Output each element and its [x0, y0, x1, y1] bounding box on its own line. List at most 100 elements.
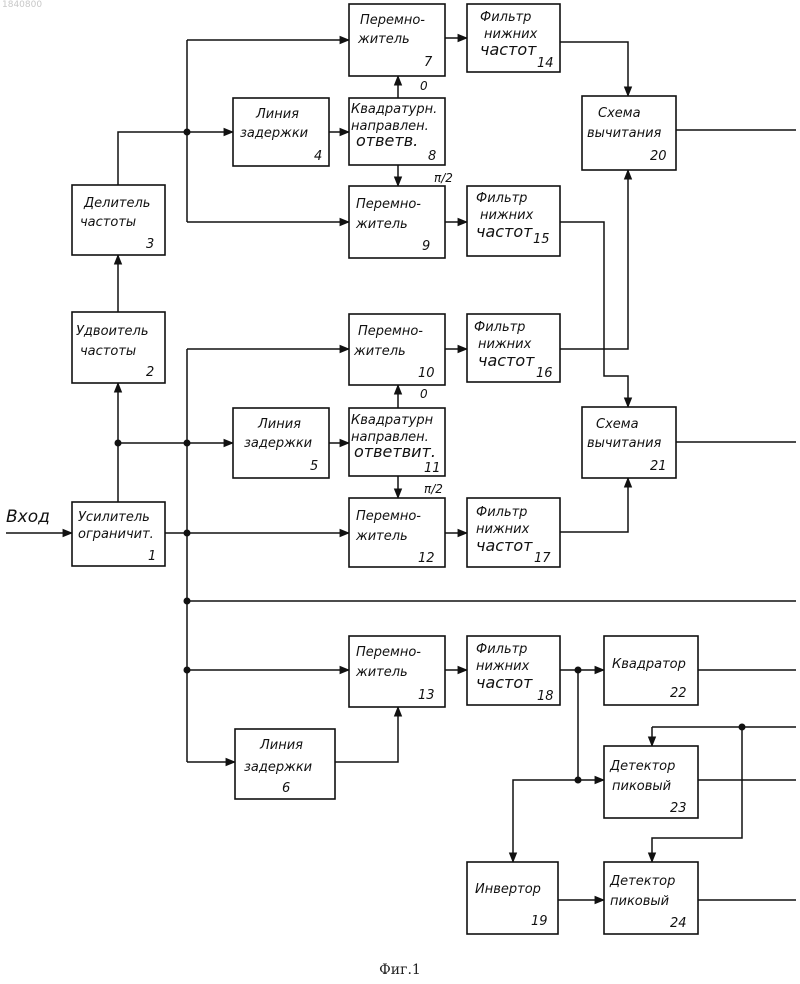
subtraction-circuit-block-21: Схема вычитания 21	[582, 407, 676, 478]
block-label: Квадратор	[612, 657, 686, 672]
block-label: Фильтр	[476, 505, 527, 520]
quadrature-coupler-block-8: Квадратурн. направлен. ответв. 8	[349, 98, 445, 165]
block-number: 2	[146, 365, 154, 380]
block-number: 17	[534, 551, 551, 566]
wire-17-to-21	[560, 478, 628, 532]
block-label: Удвоитель	[76, 324, 149, 339]
multiplier-block-13: Перемно- житель 13	[349, 636, 445, 707]
block-number: 5	[310, 459, 318, 474]
block-number: 6	[282, 781, 290, 796]
block-label: Усилитель	[78, 510, 150, 525]
block-label: Перемно-	[356, 509, 421, 524]
junction-dot	[184, 129, 191, 136]
block-label: Квадратурн.	[351, 102, 437, 117]
block-label: частот	[478, 351, 535, 370]
phase-label-8-bottom: π/2	[434, 171, 453, 185]
block-label: задержки	[244, 436, 312, 451]
block-number: 1	[148, 549, 156, 564]
block-label: Фильтр	[480, 10, 531, 25]
block-label: пиковый	[612, 779, 671, 794]
block-number: 15	[533, 232, 550, 247]
block-label: задержки	[240, 126, 308, 141]
peak-detector-block-24: Детектор пиковый 24	[604, 862, 698, 934]
figure-caption: Фиг.1	[0, 962, 800, 978]
block-label: Перемно-	[358, 324, 423, 339]
block-label: Линия	[255, 107, 299, 122]
phase-label-11-bottom: π/2	[424, 482, 443, 496]
block-number: 24	[670, 916, 687, 931]
block-number: 12	[418, 551, 435, 566]
block-label: частоты	[80, 215, 136, 230]
block-label: Фильтр	[476, 191, 527, 206]
block-number: 4	[314, 149, 322, 164]
block-label: Делитель	[83, 196, 150, 211]
low-pass-filter-block-14: Фильтр нижних частот 14	[467, 4, 560, 72]
inverter-block-19: Инвертор 19	[467, 862, 558, 934]
frequency-divider-block-3: Делитель частоты 3	[72, 185, 165, 255]
block-number: 16	[536, 366, 553, 381]
delay-line-block-4: Линия задержки 4	[233, 98, 329, 166]
block-number: 11	[424, 461, 441, 476]
block-number: 23	[670, 801, 687, 816]
block-number: 3	[146, 237, 154, 252]
block-label: Фильтр	[474, 320, 525, 335]
block-label: Перемно-	[356, 645, 421, 660]
multiplier-block-7: Перемно- житель 7	[349, 4, 445, 76]
block-label: задержки	[244, 760, 312, 775]
delay-line-block-5: Линия задержки 5	[233, 408, 329, 478]
block-label: нижних	[476, 522, 530, 537]
block-number: 19	[531, 914, 548, 929]
junction-dot	[184, 667, 191, 674]
block-label: нижних	[478, 337, 532, 352]
block-label: нижних	[480, 208, 534, 223]
wire-6-to-13	[335, 707, 398, 762]
block-label: пиковый	[610, 894, 669, 909]
block-number: 22	[670, 686, 687, 701]
quadrature-coupler-block-11: Квадратурн направлен. ответвит. 11	[349, 408, 445, 476]
low-pass-filter-block-18: Фильтр нижних частот 18	[467, 636, 560, 705]
subtraction-circuit-block-20: Схема вычитания 20	[582, 96, 676, 170]
low-pass-filter-block-15: Фильтр нижних частот 15	[467, 186, 560, 256]
low-pass-filter-block-17: Фильтр нижних частот 17	[467, 498, 560, 567]
block-label: ответв.	[356, 131, 418, 150]
block-label: Линия	[257, 417, 301, 432]
block-number: 14	[537, 56, 554, 71]
multiplier-block-12: Перемно- житель 12	[349, 498, 445, 567]
wire-15-to-21	[560, 222, 628, 407]
wire-14-to-20	[560, 42, 628, 96]
peak-detector-block-23: Детектор пиковый 23	[604, 746, 698, 818]
block-label: Перемно-	[360, 13, 425, 28]
block-number: 13	[418, 688, 435, 703]
block-label: житель	[355, 665, 408, 680]
multiplier-block-9: Перемно- житель 9	[349, 186, 445, 258]
wire-18-to-19	[513, 780, 578, 862]
block-label: житель	[355, 217, 408, 232]
squarer-block-22: Квадратор 22	[604, 636, 698, 705]
junction-dot	[575, 667, 582, 674]
block-label: ответвит.	[354, 442, 436, 461]
block-label: Фильтр	[476, 642, 527, 657]
junction-dot	[184, 530, 191, 537]
junction-dot	[739, 724, 746, 731]
limiting-amplifier-block-1: Усилитель ограничит. 1	[72, 502, 165, 566]
block-label: частоты	[80, 344, 136, 359]
block-label: Схема	[598, 106, 641, 121]
block-label: частот	[476, 673, 533, 692]
block-label: Квадратурн	[351, 413, 434, 428]
delay-line-block-6: Линия задержки 6	[235, 729, 335, 799]
block-label: Инвертор	[475, 882, 541, 897]
junction-dot	[115, 440, 122, 447]
input-label: Вход	[6, 507, 50, 527]
junction-dot	[184, 598, 191, 605]
block-label: вычитания	[587, 436, 662, 451]
phase-label-11-top: 0	[420, 387, 428, 401]
wire-16-to-20	[560, 170, 628, 349]
block-label: Детектор	[609, 759, 675, 774]
wire-3-to-bus	[118, 132, 187, 185]
block-label: житель	[353, 344, 406, 359]
block-label: житель	[357, 32, 410, 47]
block-number: 9	[422, 239, 430, 254]
block-number: 7	[424, 55, 433, 70]
low-pass-filter-block-16: Фильтр нижних частот 16	[467, 314, 560, 382]
block-label: нижних	[476, 659, 530, 674]
